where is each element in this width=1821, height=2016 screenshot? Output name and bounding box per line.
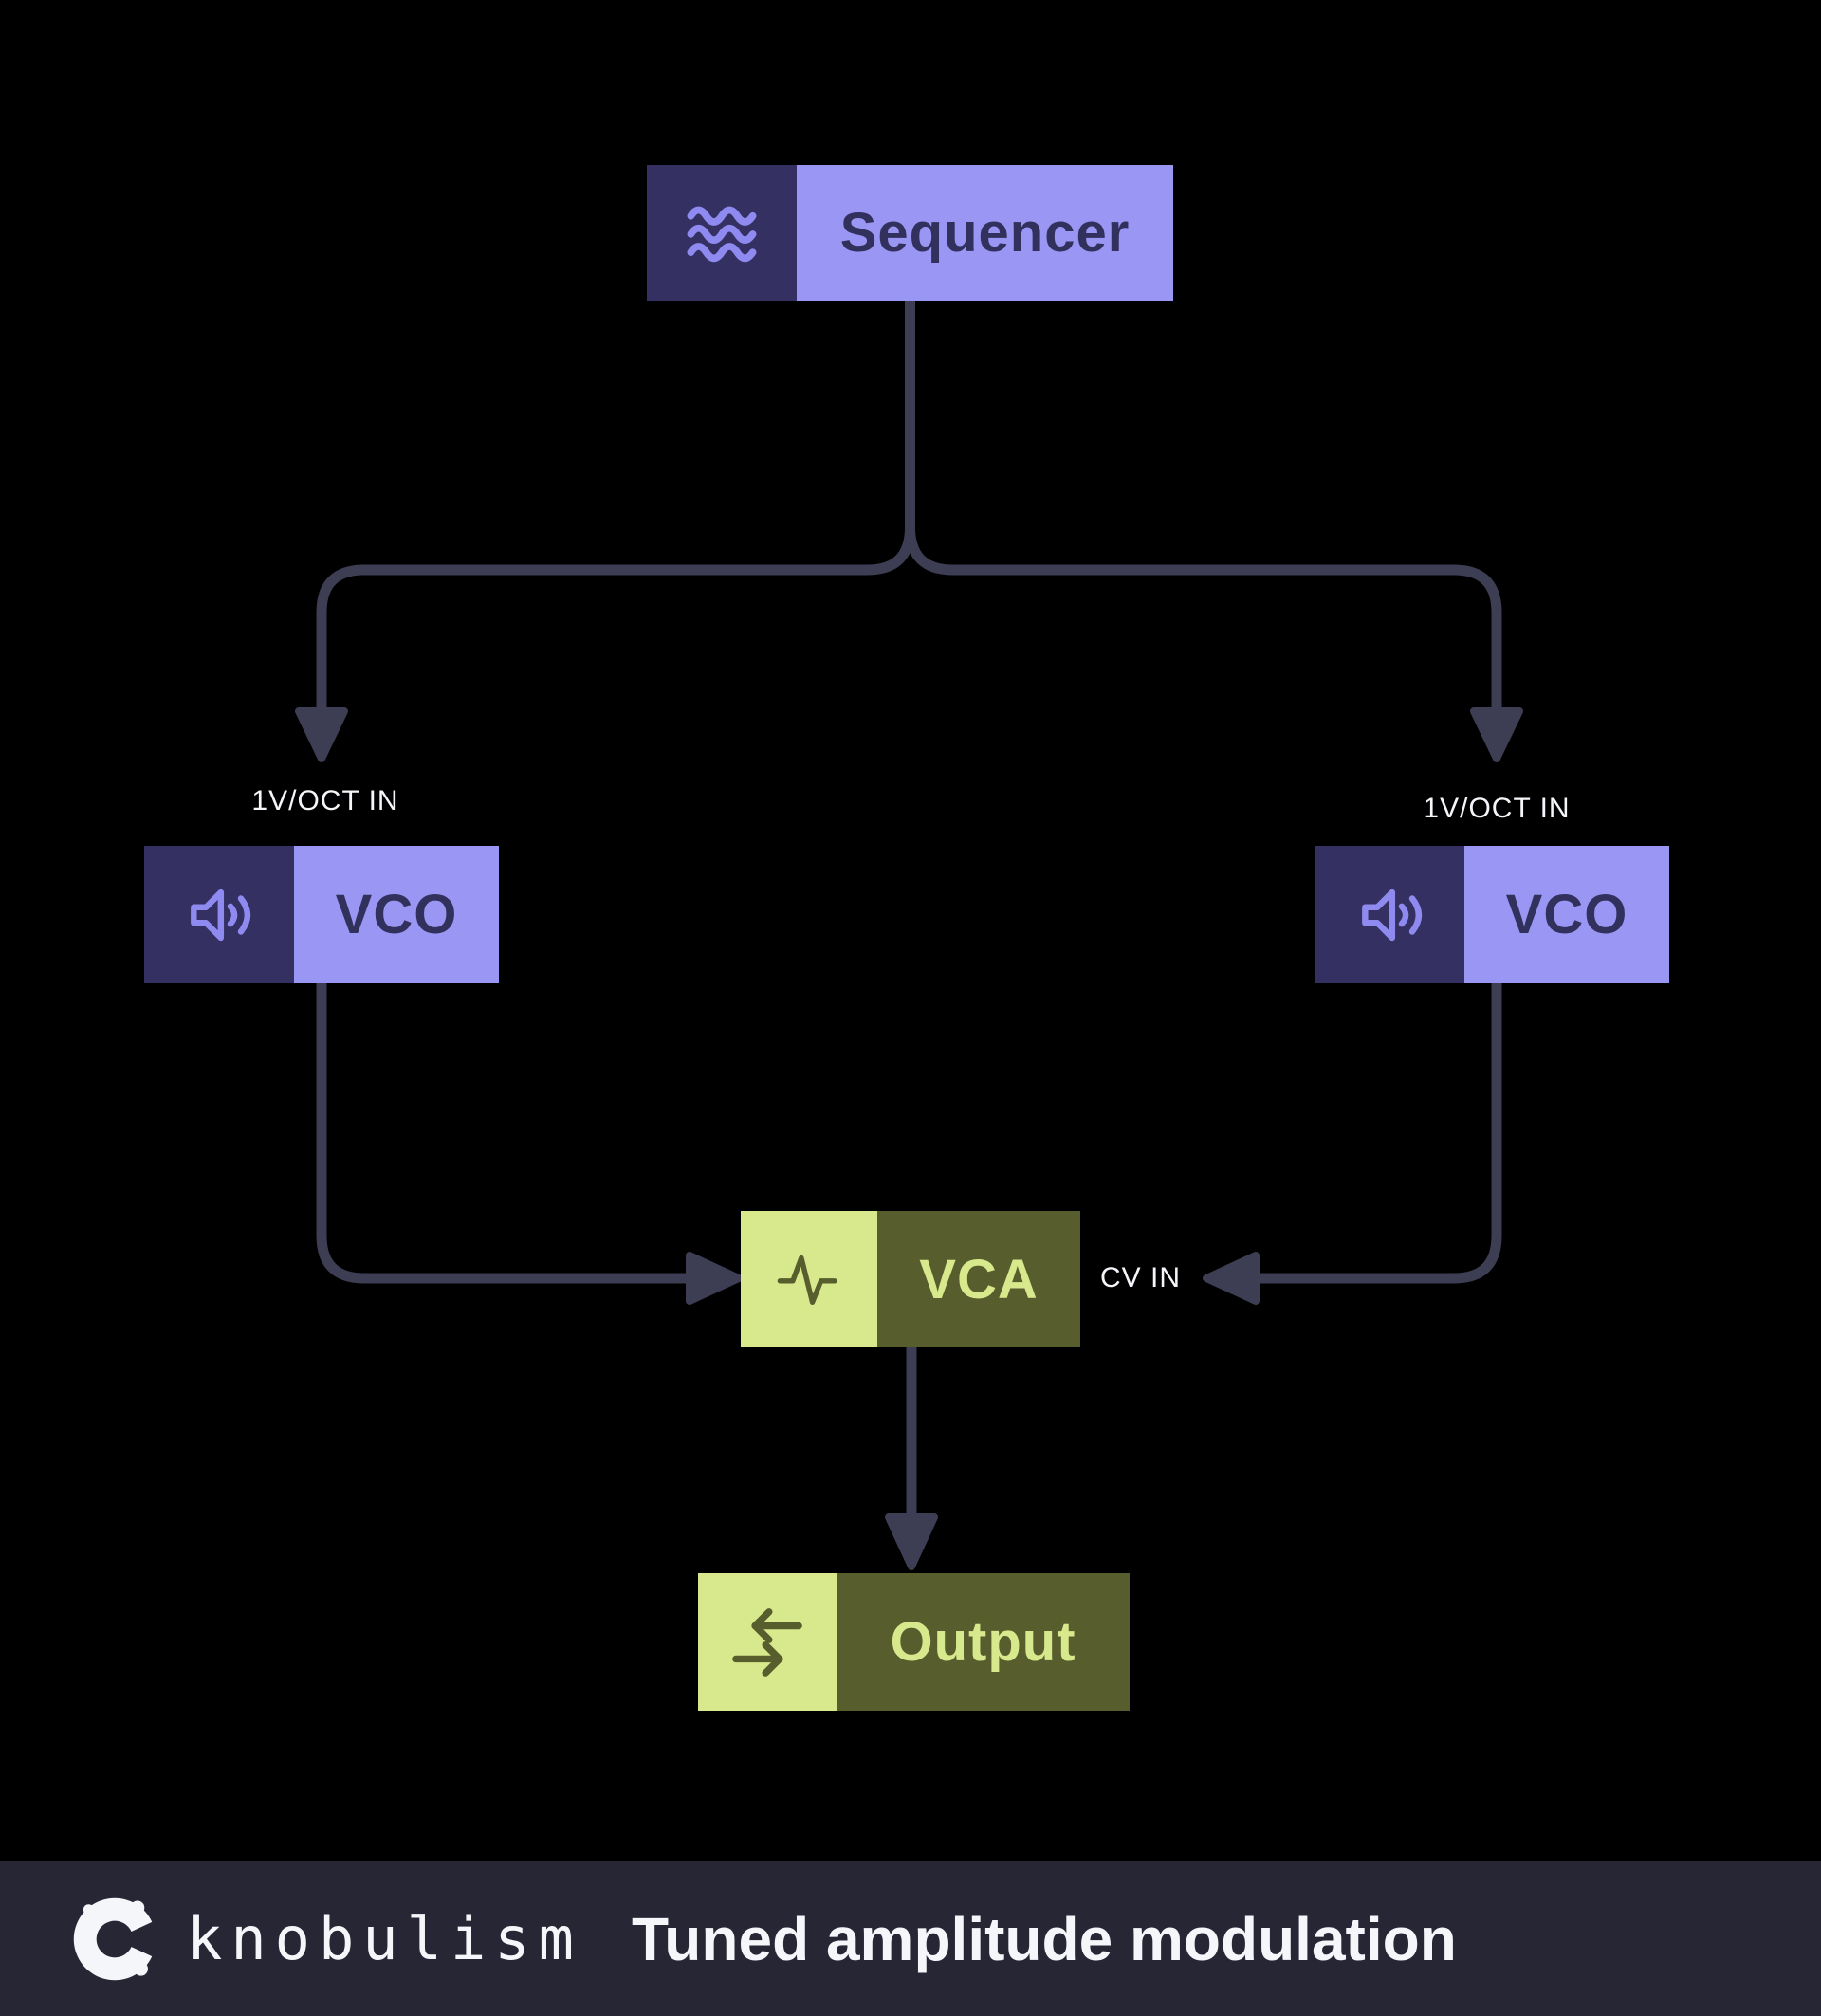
vca-label: VCA [919,1248,1039,1310]
output-label: Output [890,1611,1076,1673]
speaker-icon [1315,846,1464,983]
vca-label-cell: VCA [877,1211,1080,1347]
vco-left-label-cell: VCO [294,846,499,983]
waves-icon [647,165,797,301]
arrowhead-output [885,1513,938,1570]
sequencer-node: Sequencer [647,165,1173,301]
transfer-icon [698,1573,837,1711]
speaker-icon [144,846,294,983]
vco-right-node: VCO [1315,846,1669,983]
sequencer-label-cell: Sequencer [797,165,1173,301]
vco-left-label: VCO [335,884,458,945]
wire-sequencer-to-vco-left [316,301,915,713]
vco-left-input-label: 1V/OCT IN [251,785,399,816]
arrowhead-vca-left [686,1252,743,1305]
footer-bar: knobulism Tuned amplitude modulation [0,1861,1821,2016]
output-node: Output [698,1573,1130,1711]
wire-vco-right-to-vca [1256,983,1502,1284]
output-label-cell: Output [837,1573,1130,1711]
vco-right-label-cell: VCO [1464,846,1669,983]
vco-right-input-label: 1V/OCT IN [1423,793,1571,824]
vca-node: VCA [741,1211,1080,1347]
sequencer-label: Sequencer [839,202,1131,264]
wire-sequencer-to-vco-right [905,301,1502,713]
vco-right-label: VCO [1505,884,1628,945]
vca-cv-input-label: CV IN [1100,1262,1182,1293]
diagram-title: Tuned amplitude modulation [631,1904,1457,1973]
arrowhead-vca-right [1203,1252,1260,1305]
wire-vco-left-to-vca [316,983,689,1284]
brand-name: knobulism [187,1904,582,1973]
arrowhead-vco-right [1470,707,1523,762]
vco-left-node: VCO [144,846,499,983]
arrowhead-vco-left [295,707,348,762]
knob-logo-icon [73,1897,158,1980]
pulse-icon [741,1211,877,1347]
